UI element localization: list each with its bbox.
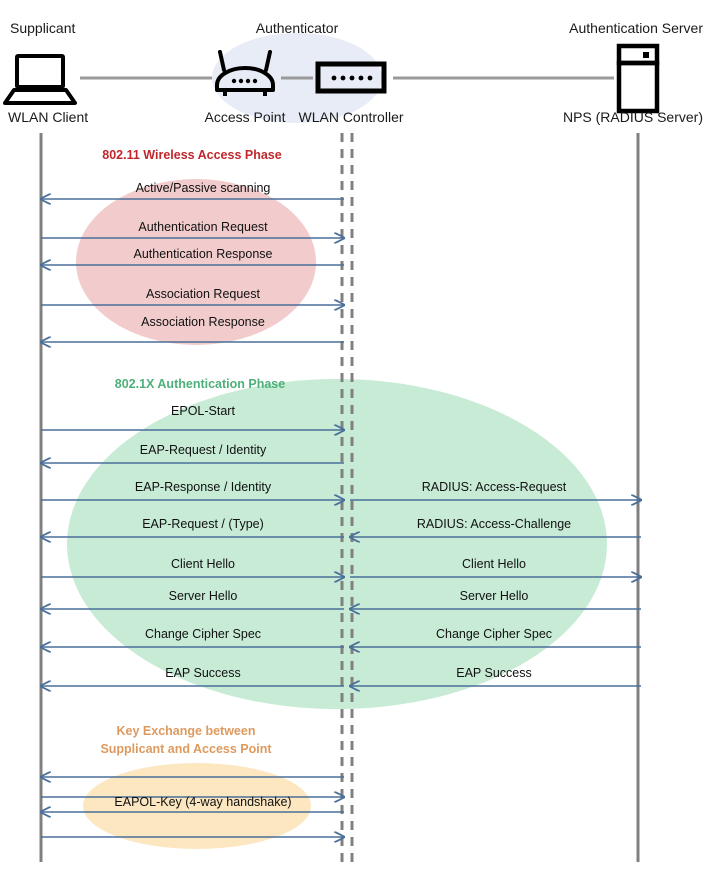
node-label-nps-radius-server: NPS (RADIUS Server)	[563, 109, 703, 125]
message-label: RADIUS: Access-Request	[422, 480, 567, 494]
network-switch-icon	[315, 61, 387, 94]
phase-ellipse-dot1x-auth	[67, 379, 607, 709]
role-title-authentication-server: Authentication Server	[569, 20, 703, 36]
role-title-supplicant: Supplicant	[10, 20, 75, 36]
message-label: RADIUS: Access-Challenge	[417, 517, 571, 531]
message-label: EAP Success	[456, 666, 532, 680]
server-rack-icon	[616, 43, 660, 114]
node-label-wlan-controller: WLAN Controller	[298, 109, 403, 125]
message-label: EAP-Request / Identity	[140, 443, 267, 457]
message-label: Change Cipher Spec	[145, 627, 261, 641]
message-label: Client Hello	[462, 557, 526, 571]
message-label: Authentication Response	[134, 247, 273, 261]
message-label: Server Hello	[460, 589, 529, 603]
message-label: EAPOL-Key (4-way handshake)	[114, 795, 291, 809]
node-label-access-point: Access Point	[205, 109, 286, 125]
role-title-authenticator: Authenticator	[256, 20, 339, 36]
message-label: EAP-Response / Identity	[135, 480, 272, 494]
phase-ellipse-wireless-access	[76, 179, 316, 345]
phase-label-dot1x-auth: 802.1X Authentication Phase	[115, 377, 285, 391]
phase-label-key-exchange-line2: Supplicant and Access Point	[100, 742, 272, 756]
message-label: Change Cipher Spec	[436, 627, 552, 641]
wireless-router-icon	[215, 50, 275, 96]
node-label-wlan-client: WLAN Client	[8, 109, 88, 125]
message-label: EAP Success	[165, 666, 241, 680]
message-label: Server Hello	[169, 589, 238, 603]
message-label: Active/Passive scanning	[136, 181, 271, 195]
laptop-icon	[3, 54, 77, 105]
message-label: Association Response	[141, 315, 265, 329]
message-label: EAP-Request / (Type)	[142, 517, 264, 531]
phase-ellipse-key-exchange	[83, 763, 311, 849]
message-label: Association Request	[146, 287, 260, 301]
phase-label-wireless-access: 802.11 Wireless Access Phase	[102, 148, 281, 162]
message-label: Authentication Request	[138, 220, 268, 234]
message-label: EPOL-Start	[171, 404, 235, 418]
message-label: Client Hello	[171, 557, 235, 571]
phase-label-key-exchange-line1: Key Exchange between	[117, 724, 256, 738]
